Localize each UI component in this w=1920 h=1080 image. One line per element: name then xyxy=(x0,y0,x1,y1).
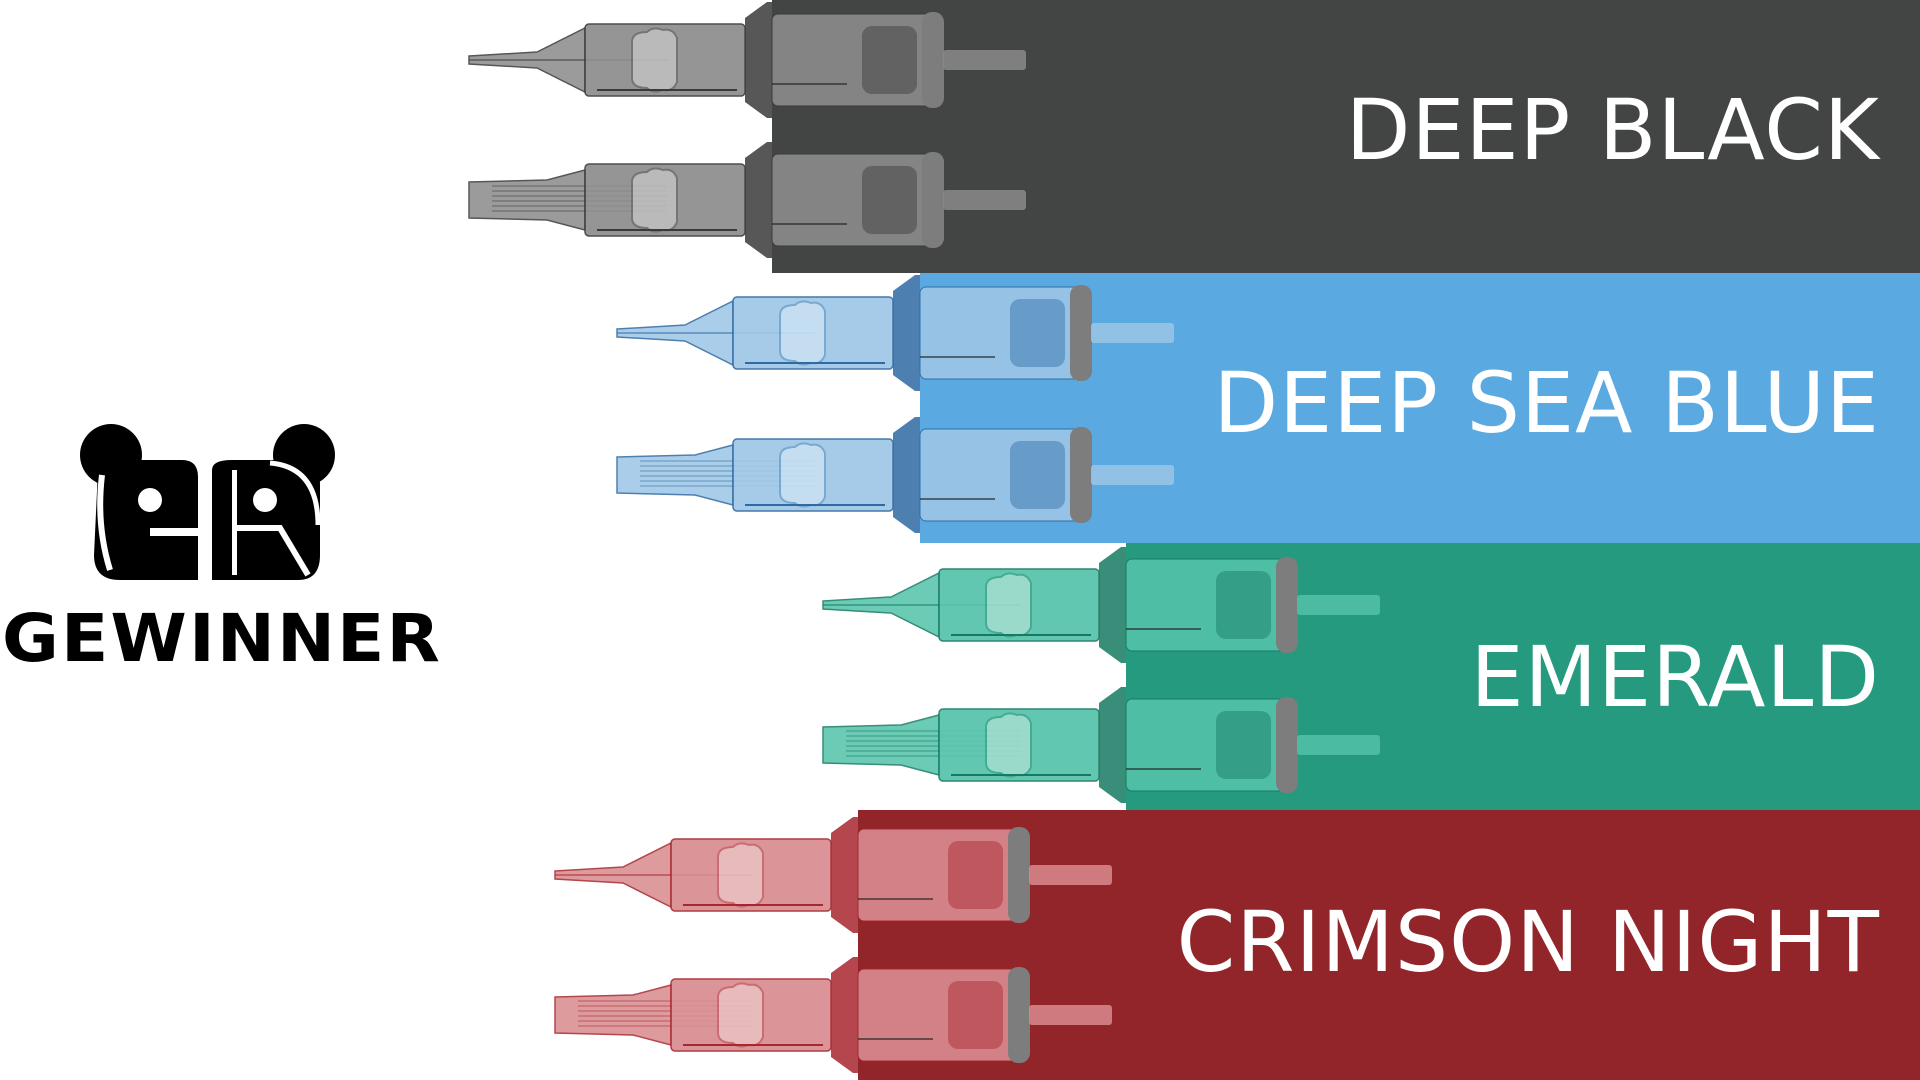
needle-cartridge-round-icon xyxy=(821,545,1386,665)
band-crimson-night xyxy=(858,810,1920,1080)
brand-logo-mark xyxy=(0,415,420,599)
needle-cartridge-round-icon xyxy=(467,0,1032,120)
brand-name: GEWINNER xyxy=(2,600,442,677)
needle-cartridge-round-icon xyxy=(553,815,1118,935)
panda-ears-logo-icon xyxy=(80,424,335,580)
label-deep-sea-blue: DEEP SEA BLUE xyxy=(1213,354,1880,452)
needle-cartridge-magnum-icon xyxy=(467,140,1032,260)
label-deep-black: DEEP BLACK xyxy=(1345,81,1880,179)
label-crimson-night: CRIMSON NIGHT xyxy=(1176,893,1880,991)
needle-cartridge-magnum-icon xyxy=(615,415,1180,535)
label-emerald: EMERALD xyxy=(1470,628,1880,726)
band-deep-black xyxy=(772,0,1920,273)
needle-cartridge-magnum-icon xyxy=(821,685,1386,805)
needle-cartridge-magnum-icon xyxy=(553,955,1118,1075)
needle-cartridge-round-icon xyxy=(615,273,1180,393)
